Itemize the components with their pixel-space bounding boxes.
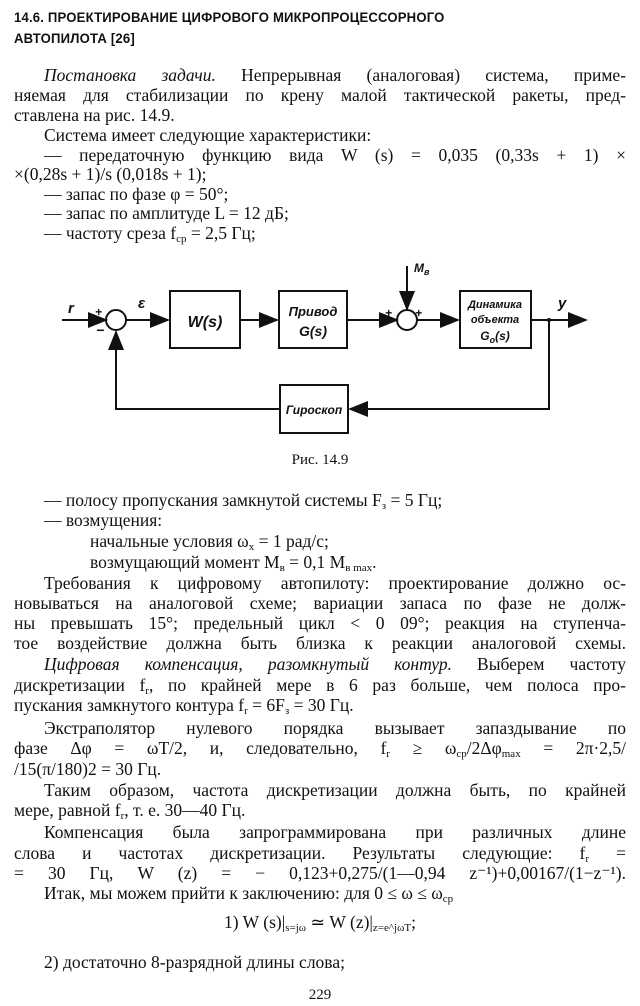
block-plant-title: Динамика <box>467 299 522 311</box>
text: , по крайней мере в 6 раз больше, чем по… <box>148 675 626 695</box>
subscript: r <box>386 748 390 760</box>
disturbing-moment-line: возмущающий момент Mв = 0,1 Mв max. <box>14 552 626 574</box>
italic-lead: Цифровая компенсация, разомкнутый контур… <box>44 654 452 674</box>
text: Непрерывная (аналоговая) система, приме- <box>215 65 626 85</box>
figure-caption: Рис. 14.9 <box>291 452 349 468</box>
text: ≥ ω <box>389 738 457 758</box>
text: = 1 рад/с; <box>254 531 329 551</box>
paragraph-line: ны превышать 15°; предельный цикл < 0 09… <box>14 613 626 633</box>
text: Итак, мы можем прийти к заключению: для … <box>44 883 443 903</box>
transfer-function-line: — передаточную функцию вида W (s) = 0,03… <box>44 145 626 165</box>
italic-lead: Постановка задачи. <box>44 65 216 85</box>
paragraph-line: новываться на аналоговой схеме; вариации… <box>14 593 626 613</box>
block-gyro: Гироскоп <box>286 403 343 417</box>
phase-margin-line: — запас по фазе φ = 50°; <box>44 184 229 204</box>
subscript: ср <box>176 233 187 245</box>
label-r: r <box>68 300 75 317</box>
paragraph-line: пускания замкнутого контура fr = 6Fз = 3… <box>14 695 626 717</box>
subscript: ср <box>442 893 454 905</box>
discrete-tf-line: = 30 Гц, W (z) = − 0,123+0,275/(1—0,94 z… <box>14 863 626 883</box>
section-heading: 14.6. ПРОЕКТИРОВАНИЕ ЦИФРОВОГО МИКРОПРОЦ… <box>14 10 445 25</box>
text: . <box>372 552 377 572</box>
branch-point <box>547 318 551 322</box>
paragraph-line: Требования к цифровому автопилоту: проек… <box>44 573 626 593</box>
text: 1) W (s)| <box>224 912 286 932</box>
text: /2Δφ <box>466 738 502 758</box>
subscript: в max <box>345 562 373 574</box>
transfer-function-cont: ×(0,28s + 1)/s (0,018s + 1); <box>14 164 207 184</box>
block-drive-title: Привод <box>289 304 338 319</box>
paragraph-line: Таким образом, частота дискретизации дол… <box>44 780 626 800</box>
section-heading-cont: АВТОПИЛОТА [26] <box>14 31 135 46</box>
subscript: z=e^jωT <box>372 922 412 934</box>
text: мере, равной f <box>14 800 121 820</box>
paragraph-line: няемая для стабилизации по крену малой т… <box>14 85 626 105</box>
block-plant-title2: объекта <box>471 314 519 326</box>
label-disturbance: Mв <box>414 261 430 277</box>
subscript: r <box>120 810 125 822</box>
paragraph-line: Экстраполятор нулевого порядка вызывает … <box>44 718 626 738</box>
sum1-plus: + <box>95 305 102 319</box>
paragraph-line: тое воздействие должна быть близка к реа… <box>14 633 626 653</box>
paragraph-line: /15(π/180)2 = 30 Гц. <box>14 759 162 779</box>
paragraph-line: Система имеет следующие характеристики: <box>44 125 372 145</box>
subscript: x <box>248 541 255 553</box>
block-diagram: r + − ε W(s) Привод G(s) Mв + + Динамика… <box>62 261 588 434</box>
paragraph-line: Постановка задачи. Непрерывная (аналогов… <box>14 65 626 85</box>
text: = 5 Гц; <box>386 490 443 510</box>
paragraph-line: ставлена на рис. 14.9. <box>14 105 175 125</box>
text: — частоту среза f <box>44 223 177 243</box>
paragraph-line: мере, равной fr, т. е. 30—40 Гц. <box>14 800 626 822</box>
text: дискретизации f <box>14 675 146 695</box>
paragraph-line: дискретизации fr, по крайней мере в 6 ра… <box>14 675 626 697</box>
subscript: в <box>279 562 285 574</box>
bandwidth-line: — полосу пропускания замкнутой системы F… <box>14 490 626 512</box>
text: = 6F <box>247 695 285 715</box>
text: = 2,5 Гц; <box>186 223 256 243</box>
paragraph-line: Итак, мы можем прийти к заключению: для … <box>14 883 626 905</box>
paragraph-line: фазе Δφ = ωT/2, и, следовательно, fr ≥ ω… <box>14 738 627 760</box>
text: начальные условия ω <box>90 531 249 551</box>
sum2-plus-left: + <box>385 306 392 320</box>
subscript: r <box>244 705 248 717</box>
subscript: з <box>381 500 387 512</box>
text: = <box>589 843 626 863</box>
subscript: ср <box>456 748 467 760</box>
text: ; <box>411 912 416 932</box>
text: = 2π·2,5/ <box>520 738 627 758</box>
text: пускания замкнутого контура f <box>14 695 245 715</box>
text: , т. е. 30—40 Гц. <box>124 800 246 820</box>
text: возмущающий момент M <box>90 552 280 572</box>
text: — полосу пропускания замкнутой системы F <box>44 490 382 510</box>
subscript: s=jω <box>285 922 306 934</box>
text: ≃ W (z)| <box>306 912 373 932</box>
subscript: r <box>145 685 149 697</box>
text: = 30 Гц. <box>289 695 354 715</box>
page-number: 229 <box>308 987 332 1003</box>
conclusion-formula: 1) W (s)|s=jω ≃ W (z)|z=e^jωT; <box>14 912 626 934</box>
subscript: r <box>585 853 590 865</box>
text: = 0,1 M <box>284 552 346 572</box>
label-y: y <box>557 295 567 312</box>
text: Выберем частоту <box>451 654 627 674</box>
initial-conditions-line: начальные условия ωx = 1 рад/с; <box>14 531 626 553</box>
block-w: W(s) <box>188 314 223 331</box>
paragraph-line: Цифровая компенсация, разомкнутый контур… <box>14 654 626 674</box>
paragraph-line: 2) достаточно 8-разрядной длины слова; <box>44 952 345 972</box>
sum1-minus: − <box>96 322 104 338</box>
text: слова и частотах дискретизации. Результа… <box>14 843 586 863</box>
label-epsilon: ε <box>138 295 146 312</box>
text: фазе Δφ = ωT/2, и, следовательно, f <box>14 738 387 758</box>
subscript: з <box>284 705 290 717</box>
block-drive-tf: G(s) <box>299 323 327 339</box>
paragraph-line: слова и частотах дискретизации. Результа… <box>14 843 626 865</box>
block-plant-tf: Go(s) <box>480 329 510 345</box>
sum2-plus-top: + <box>415 306 422 320</box>
gain-margin-line: — запас по амплитуде L = 12 дБ; <box>44 203 289 223</box>
subscript: max <box>501 748 521 760</box>
cutoff-line: — частоту среза fср = 2,5 Гц; <box>14 223 626 245</box>
disturbance-line: — возмущения: <box>44 510 163 530</box>
paragraph-line: Компенсация была запрограммирована при р… <box>44 822 626 842</box>
